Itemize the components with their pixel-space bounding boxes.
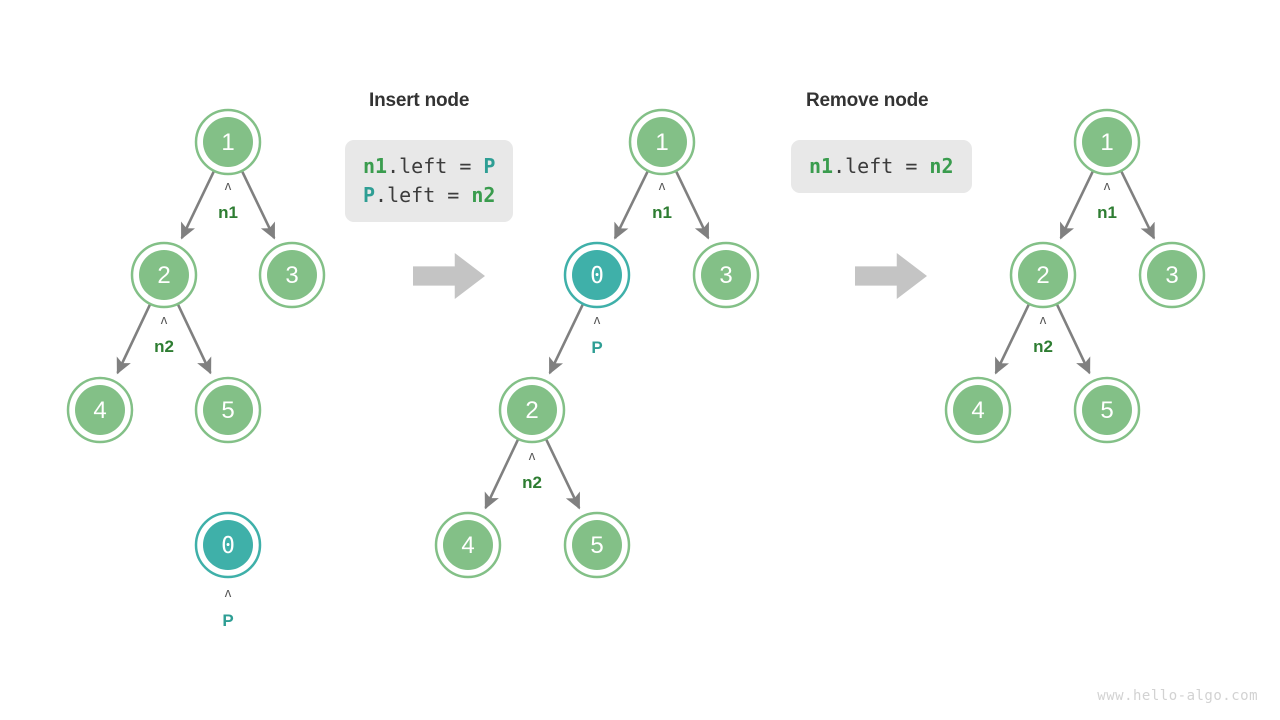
insert-node-5[interactable]: 5 bbox=[563, 511, 631, 579]
insert-node-2[interactable]: 2 bbox=[498, 376, 566, 444]
insert-ref-n2: n2 bbox=[522, 473, 542, 492]
edges-remove bbox=[994, 171, 1156, 375]
edges-insert bbox=[484, 171, 710, 510]
tree-edge bbox=[241, 171, 276, 240]
before-ref-p: P bbox=[222, 611, 233, 630]
caret-icon: ʌ bbox=[225, 178, 232, 193]
node-value: 0 bbox=[590, 263, 604, 289]
code-token: P bbox=[363, 183, 376, 207]
transition-arrow-1 bbox=[413, 253, 485, 299]
before-node-1[interactable]: 1 bbox=[194, 108, 262, 176]
node-value: 3 bbox=[1165, 262, 1178, 289]
tree-edge bbox=[994, 304, 1030, 375]
before-node-0-detached[interactable]: 0 bbox=[194, 511, 262, 579]
code-token: .left = bbox=[387, 154, 484, 178]
code-line: n1.left = n2 bbox=[809, 152, 954, 181]
watermark: www.hello-algo.com bbox=[1097, 688, 1258, 704]
code-token: n1 bbox=[363, 154, 388, 178]
before-node-5[interactable]: 5 bbox=[194, 376, 262, 444]
caret-icon: ʌ bbox=[659, 178, 666, 193]
node-value: 1 bbox=[655, 129, 668, 156]
code-line: n1.left = P bbox=[363, 152, 495, 181]
node-value: 0 bbox=[221, 533, 235, 559]
tree-edge bbox=[1059, 171, 1094, 240]
code-token: P bbox=[483, 154, 496, 178]
remove-node-2[interactable]: 2 bbox=[1009, 241, 1077, 309]
remove-node-5[interactable]: 5 bbox=[1073, 376, 1141, 444]
code-token: n2 bbox=[471, 183, 496, 207]
panel-title-insert: Insert node bbox=[369, 90, 470, 111]
code-box-remove: n1.left = n2 bbox=[791, 140, 972, 193]
code-token: n1 bbox=[809, 154, 834, 178]
insert-node-3[interactable]: 3 bbox=[692, 241, 760, 309]
transition-arrow-2 bbox=[855, 253, 927, 299]
nodes-remove: 1 2 3 4 5 bbox=[944, 108, 1206, 444]
insert-node-1[interactable]: 1 bbox=[628, 108, 696, 176]
insert-node-0-inserted[interactable]: 0 bbox=[563, 241, 631, 309]
node-value: 3 bbox=[719, 262, 732, 289]
before-node-4[interactable]: 4 bbox=[66, 376, 134, 444]
code-line: P.left = n2 bbox=[363, 181, 495, 210]
insert-node-4[interactable]: 4 bbox=[434, 511, 502, 579]
tree-edge bbox=[180, 171, 215, 240]
before-ref-n2: n2 bbox=[154, 337, 174, 356]
code-token: .left = bbox=[833, 154, 930, 178]
insert-ref-n1: n1 bbox=[652, 203, 672, 222]
tree-edge bbox=[613, 171, 649, 240]
before-ref-n1: n1 bbox=[218, 203, 238, 222]
code-token: .left = bbox=[375, 183, 472, 207]
tree-edge bbox=[548, 304, 584, 375]
remove-node-1[interactable]: 1 bbox=[1073, 108, 1141, 176]
caret-icon: ʌ bbox=[225, 585, 232, 600]
before-node-3[interactable]: 3 bbox=[258, 241, 326, 309]
node-value: 4 bbox=[971, 397, 984, 424]
node-value: 2 bbox=[1036, 262, 1049, 289]
node-value: 5 bbox=[1100, 397, 1113, 424]
panel-title-remove: Remove node bbox=[806, 90, 929, 111]
tree-edge bbox=[484, 439, 520, 510]
node-value: 1 bbox=[221, 129, 234, 156]
remove-ref-n1: n1 bbox=[1097, 203, 1117, 222]
code-token: n2 bbox=[929, 154, 954, 178]
remove-node-4[interactable]: 4 bbox=[944, 376, 1012, 444]
node-value: 1 bbox=[1100, 129, 1113, 156]
caret-icon: ʌ bbox=[161, 312, 168, 327]
tree-edge bbox=[675, 171, 710, 240]
node-value: 2 bbox=[157, 262, 170, 289]
tree-edge bbox=[116, 304, 152, 375]
caret-icon: ʌ bbox=[529, 448, 536, 463]
node-value: 4 bbox=[461, 532, 474, 559]
insert-ref-p: P bbox=[591, 338, 602, 357]
tree-edge bbox=[1055, 304, 1091, 375]
node-value: 5 bbox=[221, 397, 234, 424]
caret-icon: ʌ bbox=[1104, 178, 1111, 193]
node-value: 5 bbox=[590, 532, 603, 559]
node-value: 2 bbox=[525, 397, 538, 424]
remove-ref-n2: n2 bbox=[1033, 337, 1053, 356]
tree-edge bbox=[176, 304, 212, 375]
caret-icon: ʌ bbox=[594, 312, 601, 327]
before-node-2[interactable]: 2 bbox=[130, 241, 198, 309]
remove-node-3[interactable]: 3 bbox=[1138, 241, 1206, 309]
node-value: 3 bbox=[285, 262, 298, 289]
nodes-before: 1 2 3 4 5 0 bbox=[66, 108, 326, 579]
node-value: 4 bbox=[93, 397, 106, 424]
ref-labels-remove: ʌ n1 ʌ n2 bbox=[1033, 178, 1117, 356]
tree-edge bbox=[1120, 171, 1156, 240]
tree-edge bbox=[545, 439, 581, 510]
edges-before bbox=[116, 171, 276, 375]
caret-icon: ʌ bbox=[1040, 312, 1047, 327]
